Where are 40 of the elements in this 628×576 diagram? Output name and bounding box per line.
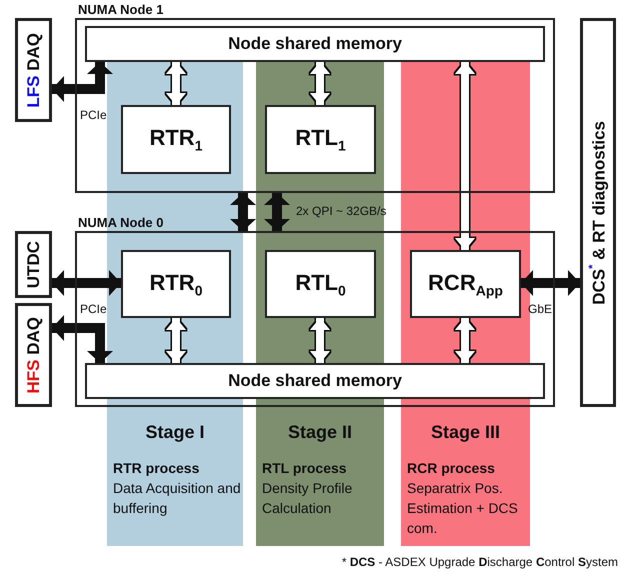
edge-label: PCIe [80,108,107,122]
bus-arrow [52,270,121,296]
memory-access-arrow [310,62,330,105]
stage-panel [256,407,384,546]
node-heading: NUMA Node 1 [78,2,164,17]
footnote: *DCS - ASDEX Upgrade Discharge Control System [342,555,618,569]
process-description: Data Acquisition and buffering [113,479,242,518]
process-box: RTL$_{0}$ [265,250,376,318]
node-heading: NUMA Node 0 [78,215,164,230]
stage-heading: Stage III [430,422,502,443]
process-description: Density Profile Calculation [262,479,354,518]
process-box: RTR$_{0}$ [121,250,231,318]
shared-memory-box: Node shared memory [85,26,545,62]
numa-node-box [75,2,555,193]
stage-panel [107,407,243,546]
bus-arrow [521,270,580,296]
memory-access-arrow [455,318,475,363]
bus-arrow [264,193,290,231]
process-name: RCR process [407,459,496,478]
memory-access-arrow [310,318,330,363]
memory-access-arrow [166,318,186,363]
process-box: RTR$_{1}$ [121,105,231,174]
shared-memory-box: Node shared memory [85,363,545,399]
bus-arrow [52,62,113,102]
stage-heading: Stage I [144,422,206,443]
memory-access-arrow [166,62,186,105]
stage-panel [401,407,530,546]
external-system-box: HFS DAQ [15,303,52,407]
external-system-box: UTDC [15,231,52,298]
stage-heading: Stage II [286,422,354,443]
process-description: Separatrix Pos. Estimation + DCS com. [407,479,519,538]
bus-arrow [52,315,113,363]
process-name: RTL process [262,459,348,478]
process-box: RTL$_{1}$ [265,105,376,174]
external-system-box: LFS DAQ [15,18,52,122]
memory-access-arrow [455,62,475,250]
bus-arrow [230,193,256,231]
edge-label: PCIe [80,302,107,316]
process-name: RTR process [113,459,200,478]
process-box: RCR$_{App}$ [410,250,521,318]
